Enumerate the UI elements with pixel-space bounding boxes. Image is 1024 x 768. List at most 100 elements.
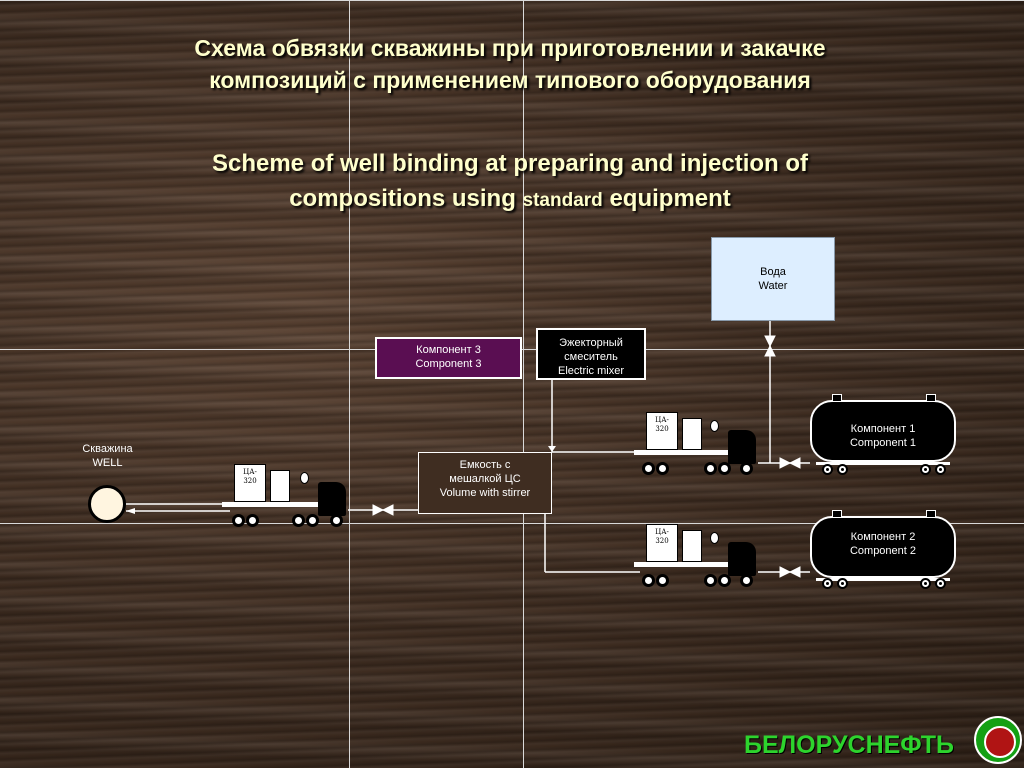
tanker-base bbox=[816, 578, 950, 581]
tanker-body bbox=[810, 400, 956, 462]
truck-wheel bbox=[656, 462, 669, 475]
truck-unit-line1: ЦА- bbox=[243, 468, 257, 476]
truck-unit-line2: 320 bbox=[655, 537, 669, 545]
tanker-dome bbox=[832, 510, 842, 518]
truck-spout bbox=[710, 420, 719, 432]
tanker-wheel bbox=[822, 464, 833, 475]
truck-cab bbox=[728, 430, 756, 464]
component2-label: Компонент 2 Component 2 bbox=[810, 530, 956, 558]
tanker-dome bbox=[832, 394, 842, 402]
component2-label-ru: Компонент 2 bbox=[850, 531, 916, 543]
truck-wheel bbox=[704, 462, 717, 475]
valve-icon bbox=[381, 504, 394, 516]
title-en-line2-c: equipment bbox=[602, 185, 731, 212]
truck-wheel bbox=[642, 574, 655, 587]
well-icon bbox=[88, 485, 126, 523]
title-english: Scheme of well binding at preparing and … bbox=[60, 146, 960, 218]
stirrer-tank-box: Емкость с мешалкой ЦС Volume with stirre… bbox=[418, 452, 552, 514]
truck-bed bbox=[634, 450, 734, 455]
truck-wheel bbox=[330, 514, 343, 527]
valve-icon bbox=[788, 457, 801, 469]
truck-unit: ЦА- 320 bbox=[646, 524, 678, 562]
water-label-en: Water bbox=[758, 280, 788, 292]
well-label-en: WELL bbox=[92, 457, 123, 469]
tanker-wheel bbox=[935, 578, 946, 589]
truck-wheel bbox=[718, 574, 731, 587]
tanker-component1: Компонент 1 Component 1 bbox=[810, 394, 956, 480]
grid-line bbox=[0, 0, 1024, 1]
title-ru-line1: Схема обвязки скважины при приготовлении… bbox=[194, 35, 826, 61]
truck-unit-line1: ЦА- bbox=[655, 528, 669, 536]
company-logo-text: БЕЛОРУСНЕФТЬ bbox=[744, 731, 954, 759]
valve-icon bbox=[372, 504, 385, 516]
title-en-line2-b: standard bbox=[522, 190, 603, 211]
ejector-mixer-box: Эжекторный смеситель Electric mixer bbox=[536, 328, 646, 380]
tanker-wheel bbox=[837, 578, 848, 589]
tank-label-en: Volume with stirrer bbox=[439, 487, 531, 499]
valve-icon bbox=[779, 457, 792, 469]
arrow-icon bbox=[548, 446, 556, 452]
tank-label-ru2: мешалкой ЦС bbox=[449, 473, 521, 485]
truck-bed bbox=[222, 502, 322, 507]
truck-wheel bbox=[642, 462, 655, 475]
truck-spout bbox=[300, 472, 309, 484]
tanker-wheel bbox=[920, 578, 931, 589]
component2-label-en: Component 2 bbox=[849, 545, 917, 557]
truck-unit-line1: ЦА- bbox=[655, 416, 669, 424]
arrow-icon bbox=[126, 508, 135, 514]
truck-wheel bbox=[740, 574, 753, 587]
truck-unit: ЦА- 320 bbox=[646, 412, 678, 450]
title-ru-line2: композиций с применением типового оборуд… bbox=[209, 67, 811, 93]
grid-line bbox=[0, 523, 1024, 524]
component3-label-ru: Компонент 3 bbox=[416, 344, 481, 356]
component3-label-en: Component 3 bbox=[415, 358, 482, 370]
valve-icon bbox=[764, 344, 776, 357]
water-source: Вода Water bbox=[711, 237, 835, 321]
truck-wheel bbox=[232, 514, 245, 527]
mixer-label-ru1: Эжекторный bbox=[559, 337, 623, 349]
truck-wheel bbox=[656, 574, 669, 587]
truck-wheel bbox=[246, 514, 259, 527]
tanker-dome bbox=[926, 394, 936, 402]
grid-line bbox=[349, 0, 350, 768]
truck-cab bbox=[728, 542, 756, 576]
truck-cab bbox=[318, 482, 346, 516]
tanker-component2: Компонент 2 Component 2 bbox=[810, 510, 956, 596]
truck-wheel bbox=[718, 462, 731, 475]
tanker-dome bbox=[926, 510, 936, 518]
tanker-base bbox=[816, 462, 950, 465]
component1-label-en: Component 1 bbox=[849, 437, 917, 449]
grid-line bbox=[523, 0, 524, 768]
truck-bed bbox=[634, 562, 734, 567]
truck-wheel bbox=[704, 574, 717, 587]
title-en-line2-a: compositions using bbox=[289, 185, 523, 212]
truck-tank bbox=[270, 470, 290, 502]
valve-icon bbox=[764, 335, 776, 348]
tank-label-ru1: Емкость с bbox=[459, 459, 511, 471]
title-en-line1: Scheme of well binding at preparing and … bbox=[211, 150, 809, 177]
valve-icon bbox=[779, 566, 792, 578]
truck-tank bbox=[682, 530, 702, 562]
mixer-label-ru2: смеситель bbox=[564, 351, 618, 363]
truck-unit-line2: 320 bbox=[655, 425, 669, 433]
component3-box: Компонент 3 Component 3 bbox=[375, 337, 522, 379]
valve-icon bbox=[788, 566, 801, 578]
truck-wheel bbox=[306, 514, 319, 527]
truck-tank bbox=[682, 418, 702, 450]
truck-spout bbox=[710, 532, 719, 544]
water-label-ru: Вода bbox=[760, 266, 786, 278]
tanker-wheel bbox=[920, 464, 931, 475]
truck-wheel bbox=[740, 462, 753, 475]
tanker-wheel bbox=[822, 578, 833, 589]
mixer-label-en: Electric mixer bbox=[557, 365, 624, 377]
tanker-wheel bbox=[935, 464, 946, 475]
title-russian: Схема обвязки скважины при приготовлении… bbox=[60, 32, 960, 96]
truck-unit-line2: 320 bbox=[243, 477, 257, 485]
tanker-body bbox=[810, 516, 956, 578]
company-logo-icon bbox=[974, 716, 1022, 764]
well-label-ru: Скважина bbox=[82, 443, 133, 455]
component1-label-ru: Компонент 1 bbox=[850, 423, 916, 435]
well-label: Скважина WELL bbox=[60, 442, 155, 470]
